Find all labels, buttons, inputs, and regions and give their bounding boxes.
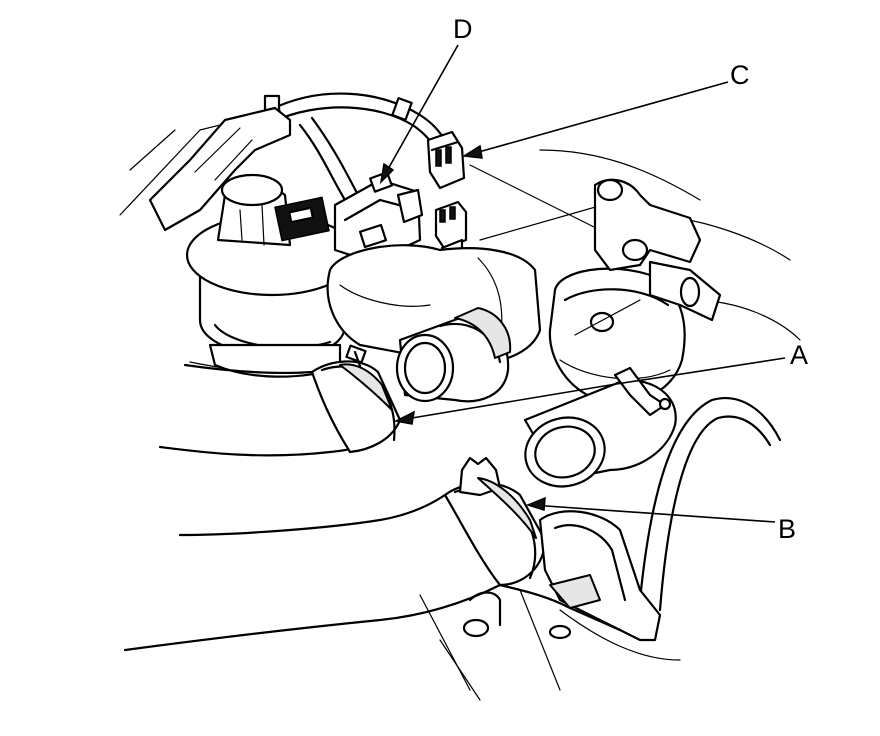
egr-valve — [185, 173, 359, 378]
wiring-harness — [263, 92, 450, 202]
callout-label-a: A — [790, 340, 809, 370]
leader-a-1 — [609, 357, 786, 386]
leader-d — [382, 44, 459, 179]
lower-outlet-pipe — [523, 366, 677, 488]
mounting-bracket — [148, 106, 292, 232]
arrow-b — [525, 496, 546, 511]
leader-lines — [379, 44, 786, 523]
callout-label-c: C — [730, 60, 750, 90]
arrow-c — [461, 144, 483, 159]
lower-radiator-hose — [123, 456, 547, 652]
rear-fittings — [593, 178, 722, 322]
leader-c — [467, 81, 729, 156]
arrow-d — [379, 162, 395, 185]
background-structure — [119, 109, 801, 701]
callout-label-d: D — [453, 14, 473, 44]
arrow-a — [393, 410, 415, 425]
leader-b — [531, 504, 776, 523]
lower-outlet-bracket — [462, 510, 662, 642]
upper-radiator-hose — [158, 344, 402, 457]
upper-outlet-pipe — [395, 307, 512, 403]
callout-label-b: B — [778, 514, 797, 544]
bypass-tube — [638, 397, 782, 612]
leader-a-2 — [399, 384, 611, 421]
connector-d — [333, 171, 424, 264]
